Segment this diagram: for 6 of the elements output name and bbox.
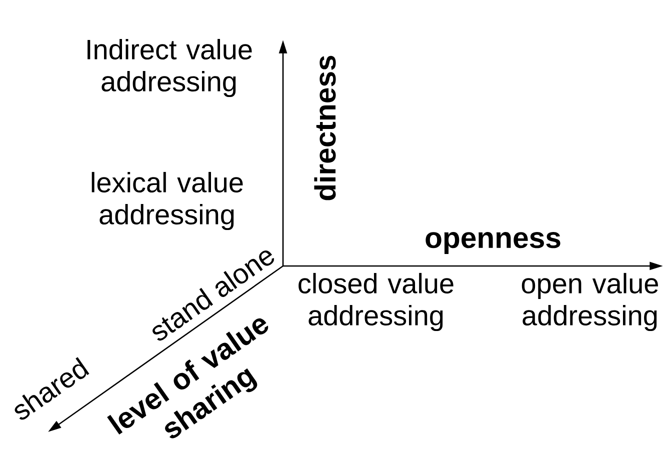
- axis-value-label: Indirect value addressing: [88, 38, 252, 98]
- axis-title: directness: [314, 56, 336, 200]
- axis-value-label: lexical value addressing: [92, 172, 243, 230]
- axis-value-label: closed value addressing: [298, 272, 454, 332]
- axis-value-label: open value addressing: [522, 272, 658, 332]
- axis-title: openness: [426, 232, 560, 254]
